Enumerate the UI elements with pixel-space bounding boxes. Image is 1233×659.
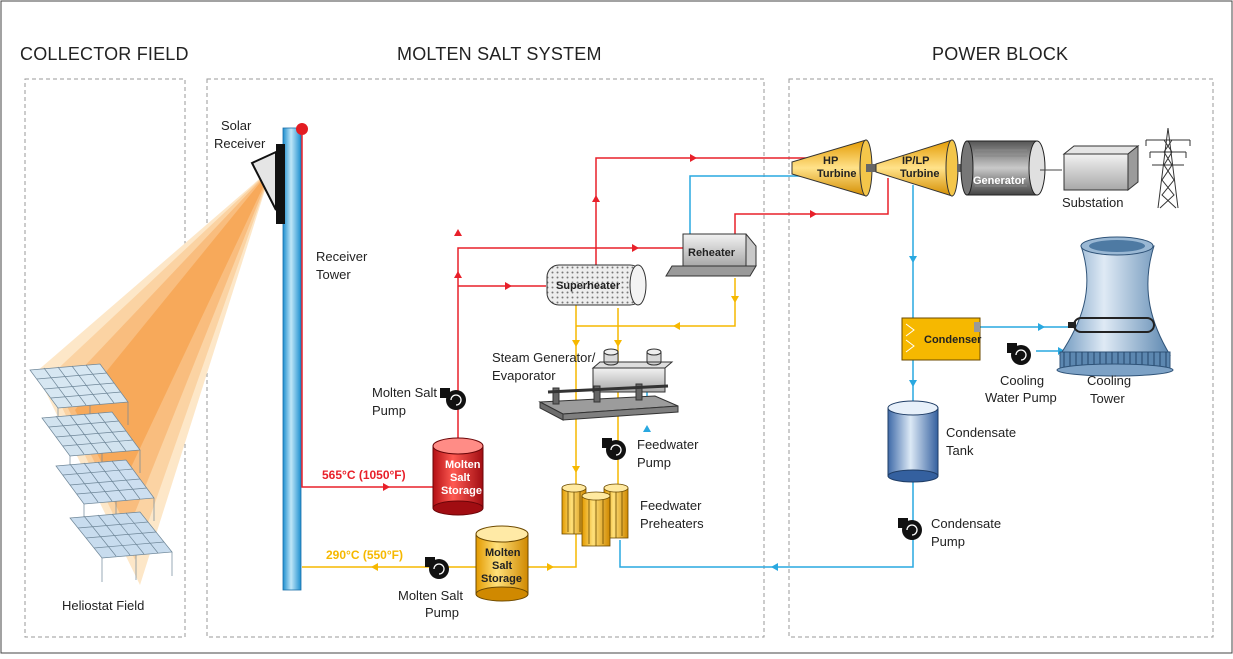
preheaters-label-1: Feedwater — [640, 498, 702, 513]
hot-salt-to-reheater — [457, 247, 688, 442]
substation — [1062, 144, 1140, 192]
condensate-pump-label-2: Pump — [931, 534, 965, 549]
transmission-tower — [1145, 127, 1191, 209]
feedwater-pump-label-2: Pump — [637, 455, 671, 470]
feedwater-preheaters — [561, 483, 629, 547]
cold-storage-label-2: Salt — [492, 560, 513, 572]
receiver-tower-label-1: Receiver — [316, 249, 368, 264]
hot-salt-line — [301, 134, 436, 488]
feedwater-pump-label-1: Feedwater — [637, 437, 699, 452]
hp-turbine-label-2: Turbine — [817, 168, 857, 180]
hp-turbine-label-1: HP — [823, 155, 838, 167]
receiver-tower — [282, 127, 302, 591]
section-title-collector: COLLECTOR FIELD — [20, 44, 189, 64]
condenser — [901, 317, 981, 361]
substation-label: Substation — [1062, 195, 1123, 210]
steam-generator — [538, 348, 679, 421]
superheater-label: Superheater — [556, 280, 621, 292]
molten-salt-pump-upper — [440, 388, 466, 410]
hot-temp-label: 565°C (1050°F) — [322, 468, 406, 482]
iplp-turbine — [875, 139, 959, 197]
ms-pump-upper-label-1: Molten Salt — [372, 385, 437, 400]
preheaters-label-2: Preheaters — [640, 516, 704, 531]
cooling-tower-label-1: Cooling — [1087, 373, 1131, 388]
hot-salt-storage-tank — [432, 437, 484, 516]
condensate-pump — [898, 518, 922, 540]
condensate-tank-label-1: Condensate — [946, 425, 1016, 440]
steam-generator-label-2: Evaporator — [492, 368, 556, 383]
cooling-water-pump — [1007, 343, 1031, 365]
condensate-tank — [887, 400, 939, 483]
solar-receiver — [250, 144, 285, 224]
reheater — [665, 233, 757, 277]
solar-receiver-label-1: Solar — [221, 118, 252, 133]
superheater — [546, 264, 647, 306]
cooling-tower — [1056, 236, 1174, 377]
receiver-tip — [296, 123, 308, 135]
heliostat-field — [29, 363, 173, 582]
condensate-pump-label-1: Condensate — [931, 516, 1001, 531]
condensate-tank-label-2: Tank — [946, 443, 974, 458]
hot-storage-label-2: Salt — [450, 472, 471, 484]
cold-salt-rh — [576, 278, 736, 327]
main-steam-line — [595, 157, 812, 265]
ms-pump-upper-label-2: Pump — [372, 403, 406, 418]
cold-temp-label: 290°C (550°F) — [326, 548, 403, 562]
cooling-water-pump-label-1: Cooling — [1000, 373, 1044, 388]
flow-arrows — [371, 154, 1065, 571]
reheater-label: Reheater — [688, 247, 736, 259]
section-title-molten: MOLTEN SALT SYSTEM — [397, 44, 602, 64]
cooling-water-pump-label-2: Water Pump — [985, 390, 1057, 405]
cold-salt-storage-tank — [475, 525, 529, 602]
turbine-shaft — [866, 164, 878, 172]
receiver-tower-label-2: Tower — [316, 267, 351, 282]
ms-pump-lower-label-1: Molten Salt — [398, 588, 463, 603]
section-title-power: POWER BLOCK — [932, 44, 1068, 64]
iplp-turbine-label-2: Turbine — [900, 168, 940, 180]
collector-field-box — [24, 78, 186, 638]
condenser-label: Condenser — [924, 334, 982, 346]
hot-storage-label-1: Molten — [445, 459, 481, 471]
cold-reheat-line — [689, 175, 810, 234]
heliostat-field-label: Heliostat Field — [62, 598, 144, 613]
iplp-turbine-label-1: IP/LP — [902, 155, 930, 167]
generator — [960, 140, 1046, 196]
cold-storage-label-3: Storage — [481, 573, 522, 585]
cooling-tower-label-2: Tower — [1090, 391, 1125, 406]
ms-pump-lower-label-2: Pump — [425, 605, 459, 620]
steam-generator-label-1: Steam Generator/ — [492, 350, 596, 365]
solar-receiver-label-2: Receiver — [214, 136, 266, 151]
molten-salt-box — [206, 78, 765, 638]
power-block-box — [788, 78, 1214, 638]
molten-salt-pump-lower — [425, 557, 449, 579]
hot-storage-label-3: Storage — [441, 485, 482, 497]
condensate-line — [619, 472, 914, 568]
cold-storage-label-1: Molten — [485, 547, 521, 559]
feedwater-pump — [602, 438, 626, 460]
generator-label: Generator — [973, 175, 1026, 187]
